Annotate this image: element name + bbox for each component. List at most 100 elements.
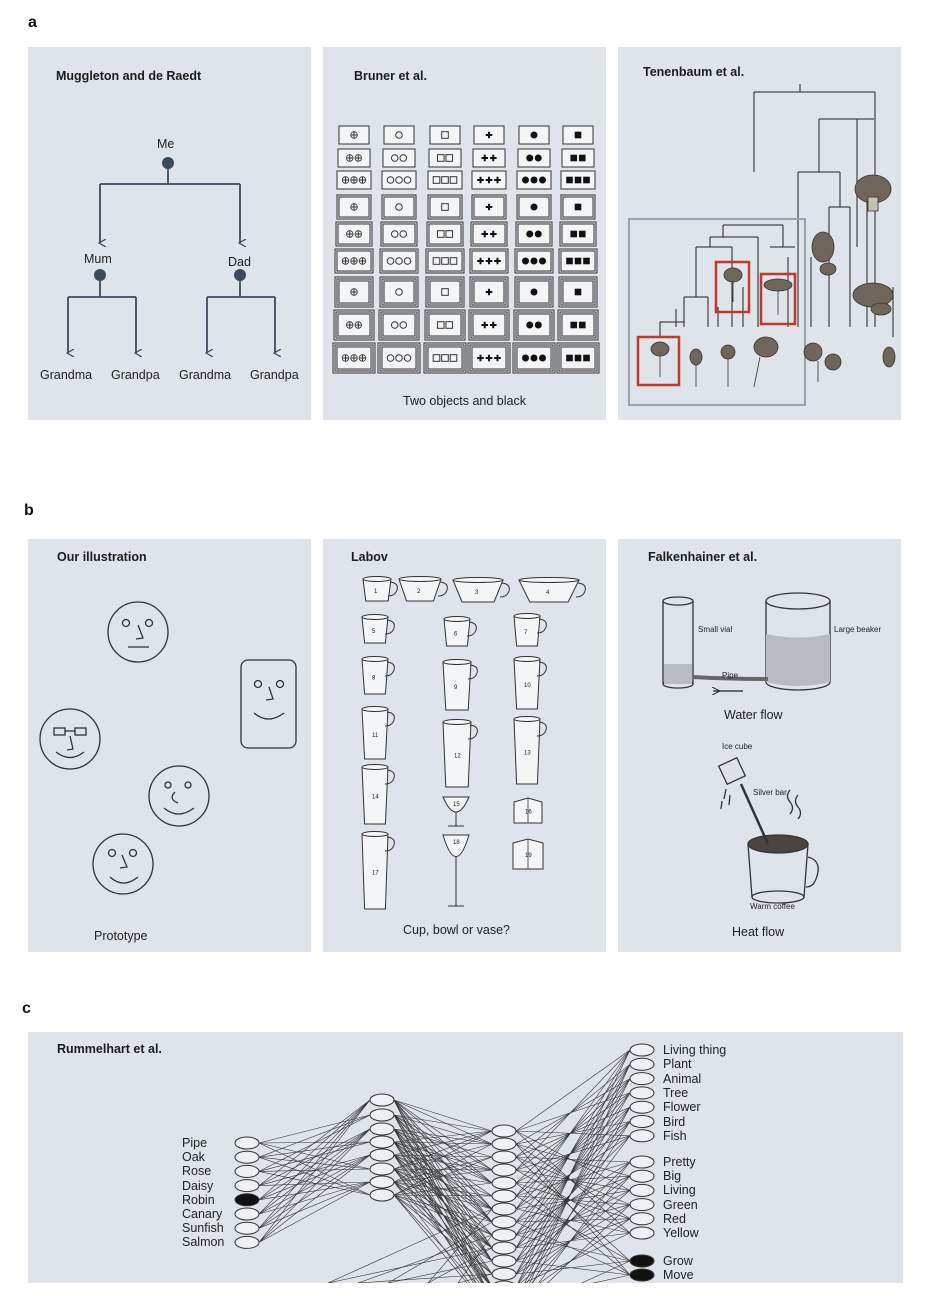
bruner-card [471, 194, 507, 220]
network-label: Rose [182, 1164, 212, 1179]
network-label: Big [663, 1169, 682, 1184]
section-letter-c: c [22, 1000, 31, 1017]
cup-number: 4 [546, 590, 550, 596]
bruner-card [426, 221, 464, 247]
highlight-box [759, 272, 797, 326]
selection-box [628, 218, 806, 406]
input-unit [234, 1193, 260, 1207]
bruner-card [516, 170, 552, 190]
network-label: Pipe [182, 1136, 208, 1150]
input-unit [234, 1221, 260, 1235]
bruner-card [518, 125, 550, 145]
bruner-card [338, 125, 370, 145]
network-label: Plant [663, 1057, 692, 1072]
faces-illustration [39, 601, 297, 895]
bruner-card [427, 170, 463, 190]
bruner-card [429, 125, 461, 145]
small-vial-drawing [662, 596, 694, 689]
representation-unit [369, 1108, 395, 1122]
cup-number: 14 [372, 795, 379, 801]
cup-drawing: 18 [442, 834, 470, 907]
bruner-card [378, 309, 420, 341]
label-ice-cube: Ice cube [722, 742, 753, 751]
bruner-card-grid [332, 125, 600, 374]
output-unit [629, 1268, 655, 1282]
panel-title: Muggleton and de Raedt [56, 69, 202, 83]
caption-heat-flow: Heat flow [732, 925, 785, 939]
family-tree-diagram [28, 157, 311, 420]
bruner-card [514, 276, 554, 308]
bruner-card [558, 248, 598, 274]
output-unit [629, 1115, 655, 1128]
hidden-unit [491, 1137, 517, 1151]
input-unit [234, 1136, 260, 1150]
cup-drawing: 3 [452, 577, 510, 603]
cup-drawing: 17 [361, 831, 395, 910]
plant-icon [753, 336, 779, 388]
hidden-unit [491, 1124, 517, 1138]
section-letter-a: a [28, 14, 37, 31]
cup-number: 3 [475, 590, 479, 596]
input-unit [234, 1164, 260, 1178]
hidden-unit [491, 1189, 517, 1203]
label-silver-bar: Silver bar [753, 788, 787, 797]
caption-water-flow: Water flow [724, 708, 783, 722]
plant-icon [650, 341, 670, 377]
face-icon [240, 659, 297, 749]
bruner-card [516, 194, 552, 220]
cup-drawing: 5 [361, 614, 395, 644]
network-label: Flower [663, 1100, 701, 1115]
tenenbaum-dendrogram [628, 84, 896, 406]
cup-drawing: 16 [513, 797, 543, 824]
bruner-card [469, 276, 509, 308]
representation-unit [369, 1093, 395, 1107]
bruner-card [380, 221, 418, 247]
face-icon [92, 833, 154, 895]
network-label: Living [663, 1183, 696, 1198]
bruner-card [514, 248, 554, 274]
network-label: Robin [182, 1192, 215, 1207]
input-unit [234, 1179, 260, 1193]
pipe-drawing [692, 675, 769, 681]
cup-drawing: 2 [398, 576, 448, 602]
cup-drawing: 1 [362, 576, 398, 602]
section-letter-b: b [24, 502, 34, 519]
network-label: Living thing [663, 1043, 727, 1057]
output-unit [629, 1072, 655, 1086]
hidden-unit [494, 1280, 514, 1283]
bruner-card [467, 342, 511, 374]
bruner-card [333, 309, 375, 341]
network-label: Sunfish [182, 1221, 224, 1236]
network-label: Pretty [663, 1155, 696, 1169]
label-mum: Mum [84, 252, 112, 266]
cup-number: 9 [454, 685, 458, 691]
bruner-card [332, 342, 376, 374]
cup-drawing: 8 [361, 656, 395, 695]
bruner-card [560, 170, 596, 190]
bruner-card [428, 148, 462, 168]
output-unit [629, 1226, 655, 1240]
network-connections [258, 1049, 631, 1283]
cup-number: 10 [524, 683, 531, 689]
bruner-card [473, 125, 505, 145]
bruner-card [383, 125, 415, 145]
cup-drawing: 15 [442, 796, 470, 827]
representation-unit [369, 1135, 395, 1149]
coffee-mug-drawing [739, 783, 819, 904]
cup-number: 1 [374, 589, 378, 595]
input-unit [234, 1235, 260, 1249]
network-label: Grow [663, 1254, 693, 1268]
label-grandpa-2: Grandpa [250, 368, 299, 382]
highlight-box [714, 260, 751, 314]
bruner-card [381, 194, 417, 220]
network-label: Oak [182, 1150, 205, 1165]
representation-unit [369, 1188, 395, 1202]
face-icon [39, 708, 101, 770]
bruner-card [336, 170, 372, 190]
cup-drawing: 7 [513, 613, 547, 647]
hidden-unit [491, 1228, 517, 1242]
node-mum [94, 269, 106, 281]
bruner-card [427, 194, 463, 220]
cup-drawing: 4 [518, 577, 586, 603]
